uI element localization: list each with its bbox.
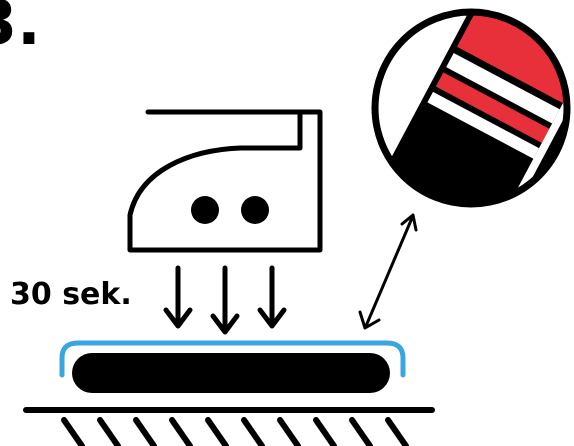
iron-icon (127, 109, 323, 253)
down-arrow-icon (163, 265, 193, 329)
heat-arrows (163, 265, 287, 335)
transfer-film (59, 340, 406, 378)
double-arrow-icon (358, 213, 418, 330)
down-arrow-icon (257, 265, 287, 329)
duration-label: 30 sek. (10, 277, 132, 312)
down-arrow-icon (210, 265, 240, 335)
garment-pad (72, 353, 390, 393)
step-number: 3. (0, 0, 41, 59)
work-surface (23, 407, 435, 446)
